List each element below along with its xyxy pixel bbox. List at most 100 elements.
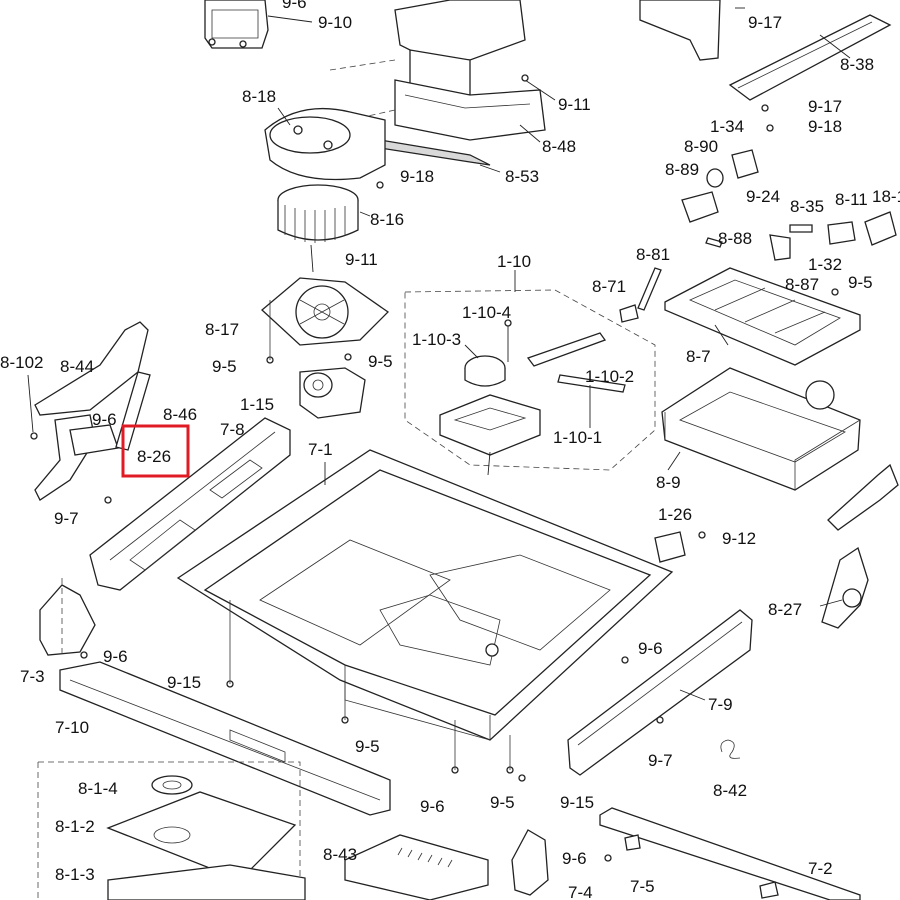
label-9-7-left: 9-7: [54, 509, 79, 528]
part-8-9-box: [661, 367, 861, 491]
label-8-1-3: 8-1-3: [55, 865, 95, 884]
part-8-16-fan: [277, 184, 371, 243]
part-7-2-bar: [599, 807, 861, 900]
part-8-53-strip: [379, 139, 501, 173]
label-8-88: 8-88: [718, 229, 752, 248]
label-8-38: 8-38: [840, 55, 874, 74]
label-9-6-top: 9-6: [282, 0, 307, 12]
label-1-10-4: 1-10-4: [462, 303, 511, 322]
label-9-11-top: 9-11: [558, 95, 591, 114]
label-8-16: 8-16: [370, 210, 404, 229]
part-8-1-4-ring: [151, 775, 193, 795]
label-9-18-left: 9-18: [400, 167, 434, 186]
label-1-10-2: 1-10-2: [585, 367, 634, 386]
label-9-6-mid: 9-6: [103, 647, 128, 666]
part-8-1-3-base: [107, 864, 306, 900]
label-8-102: 8-102: [0, 353, 43, 372]
label-7-4: 7-4: [568, 883, 593, 900]
label-9-15-bottom: 9-15: [560, 793, 594, 812]
label-8-87: 8-87: [785, 275, 819, 294]
label-8-89: 8-89: [665, 160, 699, 179]
part-8-35-bar: [789, 224, 813, 233]
label-9-5-a: 9-5: [212, 357, 237, 376]
screws: [80, 104, 839, 862]
part-1-10-1-board: [439, 394, 541, 476]
label-7-9: 7-9: [708, 695, 733, 714]
part-8-1-2-plate: [106, 791, 297, 881]
part-7-8-side-rail: [89, 417, 291, 591]
label-7-8: 7-8: [220, 420, 245, 439]
part-1-26-switch: [654, 531, 686, 563]
label-9-5-right: 9-5: [848, 273, 873, 292]
part-top-right-panel: [639, 0, 892, 101]
label-9-7-right: 9-7: [648, 751, 673, 770]
part-8-90-grommet: [706, 168, 724, 188]
label-8-46: 8-46: [163, 405, 197, 424]
label-7-1: 7-1: [308, 440, 333, 459]
label-9-10: 9-10: [318, 13, 352, 32]
label-8-11: 8-11: [835, 190, 868, 209]
label-1-10: 1-10: [497, 252, 531, 271]
label-8-18: 8-18: [242, 87, 276, 106]
label-8-35: 8-35: [790, 197, 824, 216]
label-9-15-left: 9-15: [167, 673, 201, 692]
label-8-48: 8-48: [542, 137, 576, 156]
label-7-5: 7-5: [630, 877, 655, 896]
label-8-44: 8-44: [60, 357, 94, 376]
label-8-42: 8-42: [713, 781, 747, 800]
label-9-18-right: 9-18: [808, 117, 842, 136]
label-9-6-right: 9-6: [638, 639, 663, 658]
label-1-32: 1-32: [808, 255, 842, 274]
label-8-9: 8-9: [656, 473, 681, 492]
label-1-34: 1-34: [710, 117, 744, 136]
label-8-27: 8-27: [768, 600, 802, 619]
part-8-7-panel: [664, 267, 861, 366]
part-8-17-motor-plate: [261, 244, 390, 346]
label-8-7: 8-7: [686, 347, 711, 366]
part-1-15-motor: [299, 367, 366, 419]
part-8-81-rod: [637, 267, 662, 311]
part-8-27-hinge: [819, 463, 899, 629]
part-left-bracket-8-44: [27, 321, 149, 501]
label-9-5-bottom: 9-5: [355, 737, 380, 756]
part-8-71-clip: [619, 304, 639, 323]
label-9-11-mid: 9-11: [345, 250, 378, 269]
part-18-1-sensor: [864, 211, 897, 246]
label-7-2: 7-2: [808, 859, 833, 878]
part-1-34-switch: [731, 149, 759, 179]
part-8-18-blower-housing: [264, 107, 386, 181]
part-7-4-latch: [511, 829, 549, 896]
label-1-26: 1-26: [658, 505, 692, 524]
part-8-11-block: [827, 221, 856, 245]
label-1-15: 1-15: [240, 395, 274, 414]
label-7-3: 7-3: [20, 667, 45, 686]
label-8-26: 8-26: [137, 447, 171, 466]
part-7-10-front-bar: [59, 661, 391, 816]
part-8-43-grille: [344, 834, 489, 900]
label-9-17-mid: 9-17: [808, 97, 842, 116]
label-9-6-left: 9-6: [92, 410, 117, 429]
label-8-53: 8-53: [505, 167, 539, 186]
label-9-24: 9-24: [746, 187, 780, 206]
label-9-6-br: 9-6: [562, 849, 587, 868]
label-18-1: 18-1: [872, 187, 900, 206]
label-9-12: 9-12: [722, 529, 756, 548]
label-9-17-top: 9-17: [748, 13, 782, 32]
label-8-90: 8-90: [684, 137, 718, 156]
part-9-10-housing: [204, 0, 313, 49]
group-1-10-boundary: [404, 270, 656, 471]
part-8-42-clip: [720, 739, 741, 759]
label-1-10-3: 1-10-3: [412, 330, 461, 349]
part-8-88-pin: [705, 237, 723, 248]
part-7-9-right-rail: [567, 609, 753, 776]
part-7-1-base-tray: [176, 449, 674, 741]
label-8-17: 8-17: [205, 320, 239, 339]
label-8-81: 8-81: [636, 245, 670, 264]
group-8-1-boundary: [37, 761, 301, 900]
part-1-10-2-rods: [526, 332, 626, 428]
part-8-87-bracket: [769, 234, 791, 261]
label-8-71: 8-71: [592, 277, 626, 296]
